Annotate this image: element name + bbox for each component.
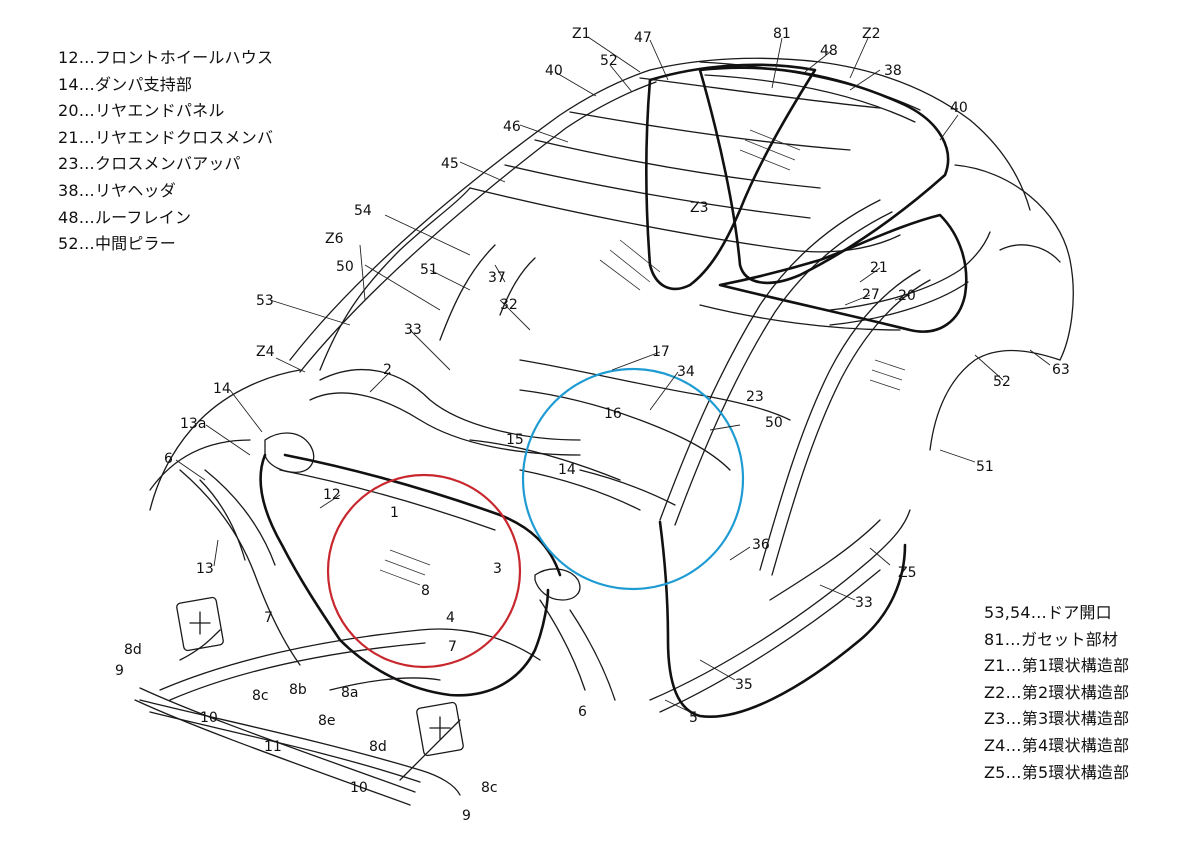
callout-z5: Z5	[898, 565, 917, 581]
callout-14b: 14	[558, 462, 576, 478]
callout-8da: 8d	[124, 642, 142, 658]
legend-item-81: 81…ガセット部材	[984, 629, 1119, 649]
callout-z1: Z1	[572, 26, 591, 42]
callout-17: 17	[652, 344, 670, 360]
callout-32: 32	[500, 297, 518, 313]
callout-6b: 6	[578, 704, 587, 720]
callout-10a: 10	[200, 710, 218, 726]
callout-36: 36	[752, 537, 770, 553]
callout-8b: 8b	[289, 682, 307, 698]
callout-35: 35	[735, 677, 753, 693]
legend-item-z1: Z1…第1環状構造部	[984, 656, 1130, 676]
callout-3: 3	[493, 561, 502, 577]
callout-z6: Z6	[325, 231, 344, 247]
callout-z2: Z2	[862, 26, 881, 42]
legend-item-z3: Z3…第3環状構造部	[984, 709, 1130, 729]
callout-23: 23	[746, 389, 764, 405]
callout-9b: 9	[462, 808, 471, 824]
highlight-circle-red	[326, 473, 522, 669]
legend-item-38: 38…リヤヘッダ	[58, 180, 176, 200]
callout-21: 21	[870, 260, 888, 276]
callout-51a: 51	[420, 262, 438, 278]
callout-50b: 50	[765, 415, 783, 431]
highlight-circle-blue	[521, 367, 745, 591]
legend-item-53-54: 53,54…ドア開口	[984, 603, 1112, 622]
callout-13: 13	[196, 561, 214, 577]
legend-item-z2: Z2…第2環状構造部	[984, 682, 1130, 702]
callout-50a: 50	[336, 259, 354, 275]
callout-54: 54	[354, 203, 372, 219]
callout-47: 47	[634, 30, 652, 46]
ring-structures	[259, 63, 968, 719]
callout-5: 5	[689, 710, 698, 726]
callout-34: 34	[677, 364, 695, 380]
callout-13a: 13a	[180, 416, 206, 432]
callout-51b: 51	[976, 459, 994, 475]
legend-left: 12…フロントホイールハウス 14…ダンパ支持部 20…リヤエンドパネル 21……	[58, 45, 273, 258]
callout-14a: 14	[213, 381, 231, 397]
callout-6a: 6	[164, 451, 173, 467]
legend-item-z4: Z4…第4環状構造部	[984, 735, 1130, 755]
legend-item-21: 21…リヤエンドクロスメンバ	[58, 127, 274, 147]
callout-45: 45	[441, 156, 459, 172]
legend-item-23: 23…クロスメンバアッパ	[58, 154, 241, 174]
legend-right: 53,54…ドア開口 81…ガセット部材 Z1…第1環状構造部 Z2…第2環状構…	[984, 600, 1129, 786]
legend-item-20: 20…リヤエンドパネル	[58, 101, 225, 121]
legend-item-52: 52…中間ピラー	[58, 234, 176, 254]
callout-11: 11	[264, 739, 282, 755]
callout-63: 63	[1052, 362, 1070, 378]
callout-4: 4	[446, 610, 455, 626]
callout-8: 8	[421, 583, 430, 599]
callout-z3: Z3	[690, 200, 709, 216]
callout-16: 16	[604, 406, 622, 422]
callout-7b: 7	[264, 610, 273, 626]
callout-8e: 8e	[318, 713, 336, 729]
callout-53: 53	[256, 293, 274, 309]
callout-10b: 10	[350, 780, 368, 796]
legend-item-12: 12…フロントホイールハウス	[58, 48, 274, 67]
callout-40b: 40	[950, 100, 968, 116]
callout-48: 48	[820, 43, 838, 59]
callout-z4: Z4	[256, 344, 275, 360]
callout-37: 37	[488, 270, 506, 286]
callout-8ca: 8c	[252, 688, 269, 704]
callout-8db: 8d	[369, 739, 387, 755]
leader-lines	[175, 36, 1051, 713]
callout-46: 46	[503, 119, 521, 135]
callout-7a: 7	[448, 639, 457, 655]
callout-9a: 9	[115, 663, 124, 679]
callout-labels: Z1 47 81 Z2 48 38 40 52 40 46 45 Z3 54 Z…	[115, 26, 1070, 824]
callout-52a: 52	[600, 53, 618, 69]
callout-8cb: 8c	[481, 780, 498, 796]
body-outline	[134, 57, 1074, 806]
legend-item-14: 14…ダンパ支持部	[58, 74, 193, 94]
callout-33b: 33	[855, 595, 873, 611]
callout-1: 1	[390, 505, 399, 521]
legend-item-z5: Z5…第5環状構造部	[984, 762, 1130, 782]
callout-12: 12	[323, 487, 341, 503]
callout-38: 38	[884, 63, 902, 79]
callout-20: 20	[898, 288, 916, 304]
callout-81: 81	[773, 26, 791, 42]
callout-40a: 40	[545, 63, 563, 79]
callout-27: 27	[862, 287, 880, 303]
callout-52b: 52	[993, 374, 1011, 390]
callout-33a: 33	[404, 322, 422, 338]
legend-item-48: 48…ルーフレイン	[58, 207, 192, 227]
callout-8a: 8a	[341, 685, 359, 701]
callout-2: 2	[383, 362, 392, 378]
callout-15: 15	[506, 432, 524, 448]
